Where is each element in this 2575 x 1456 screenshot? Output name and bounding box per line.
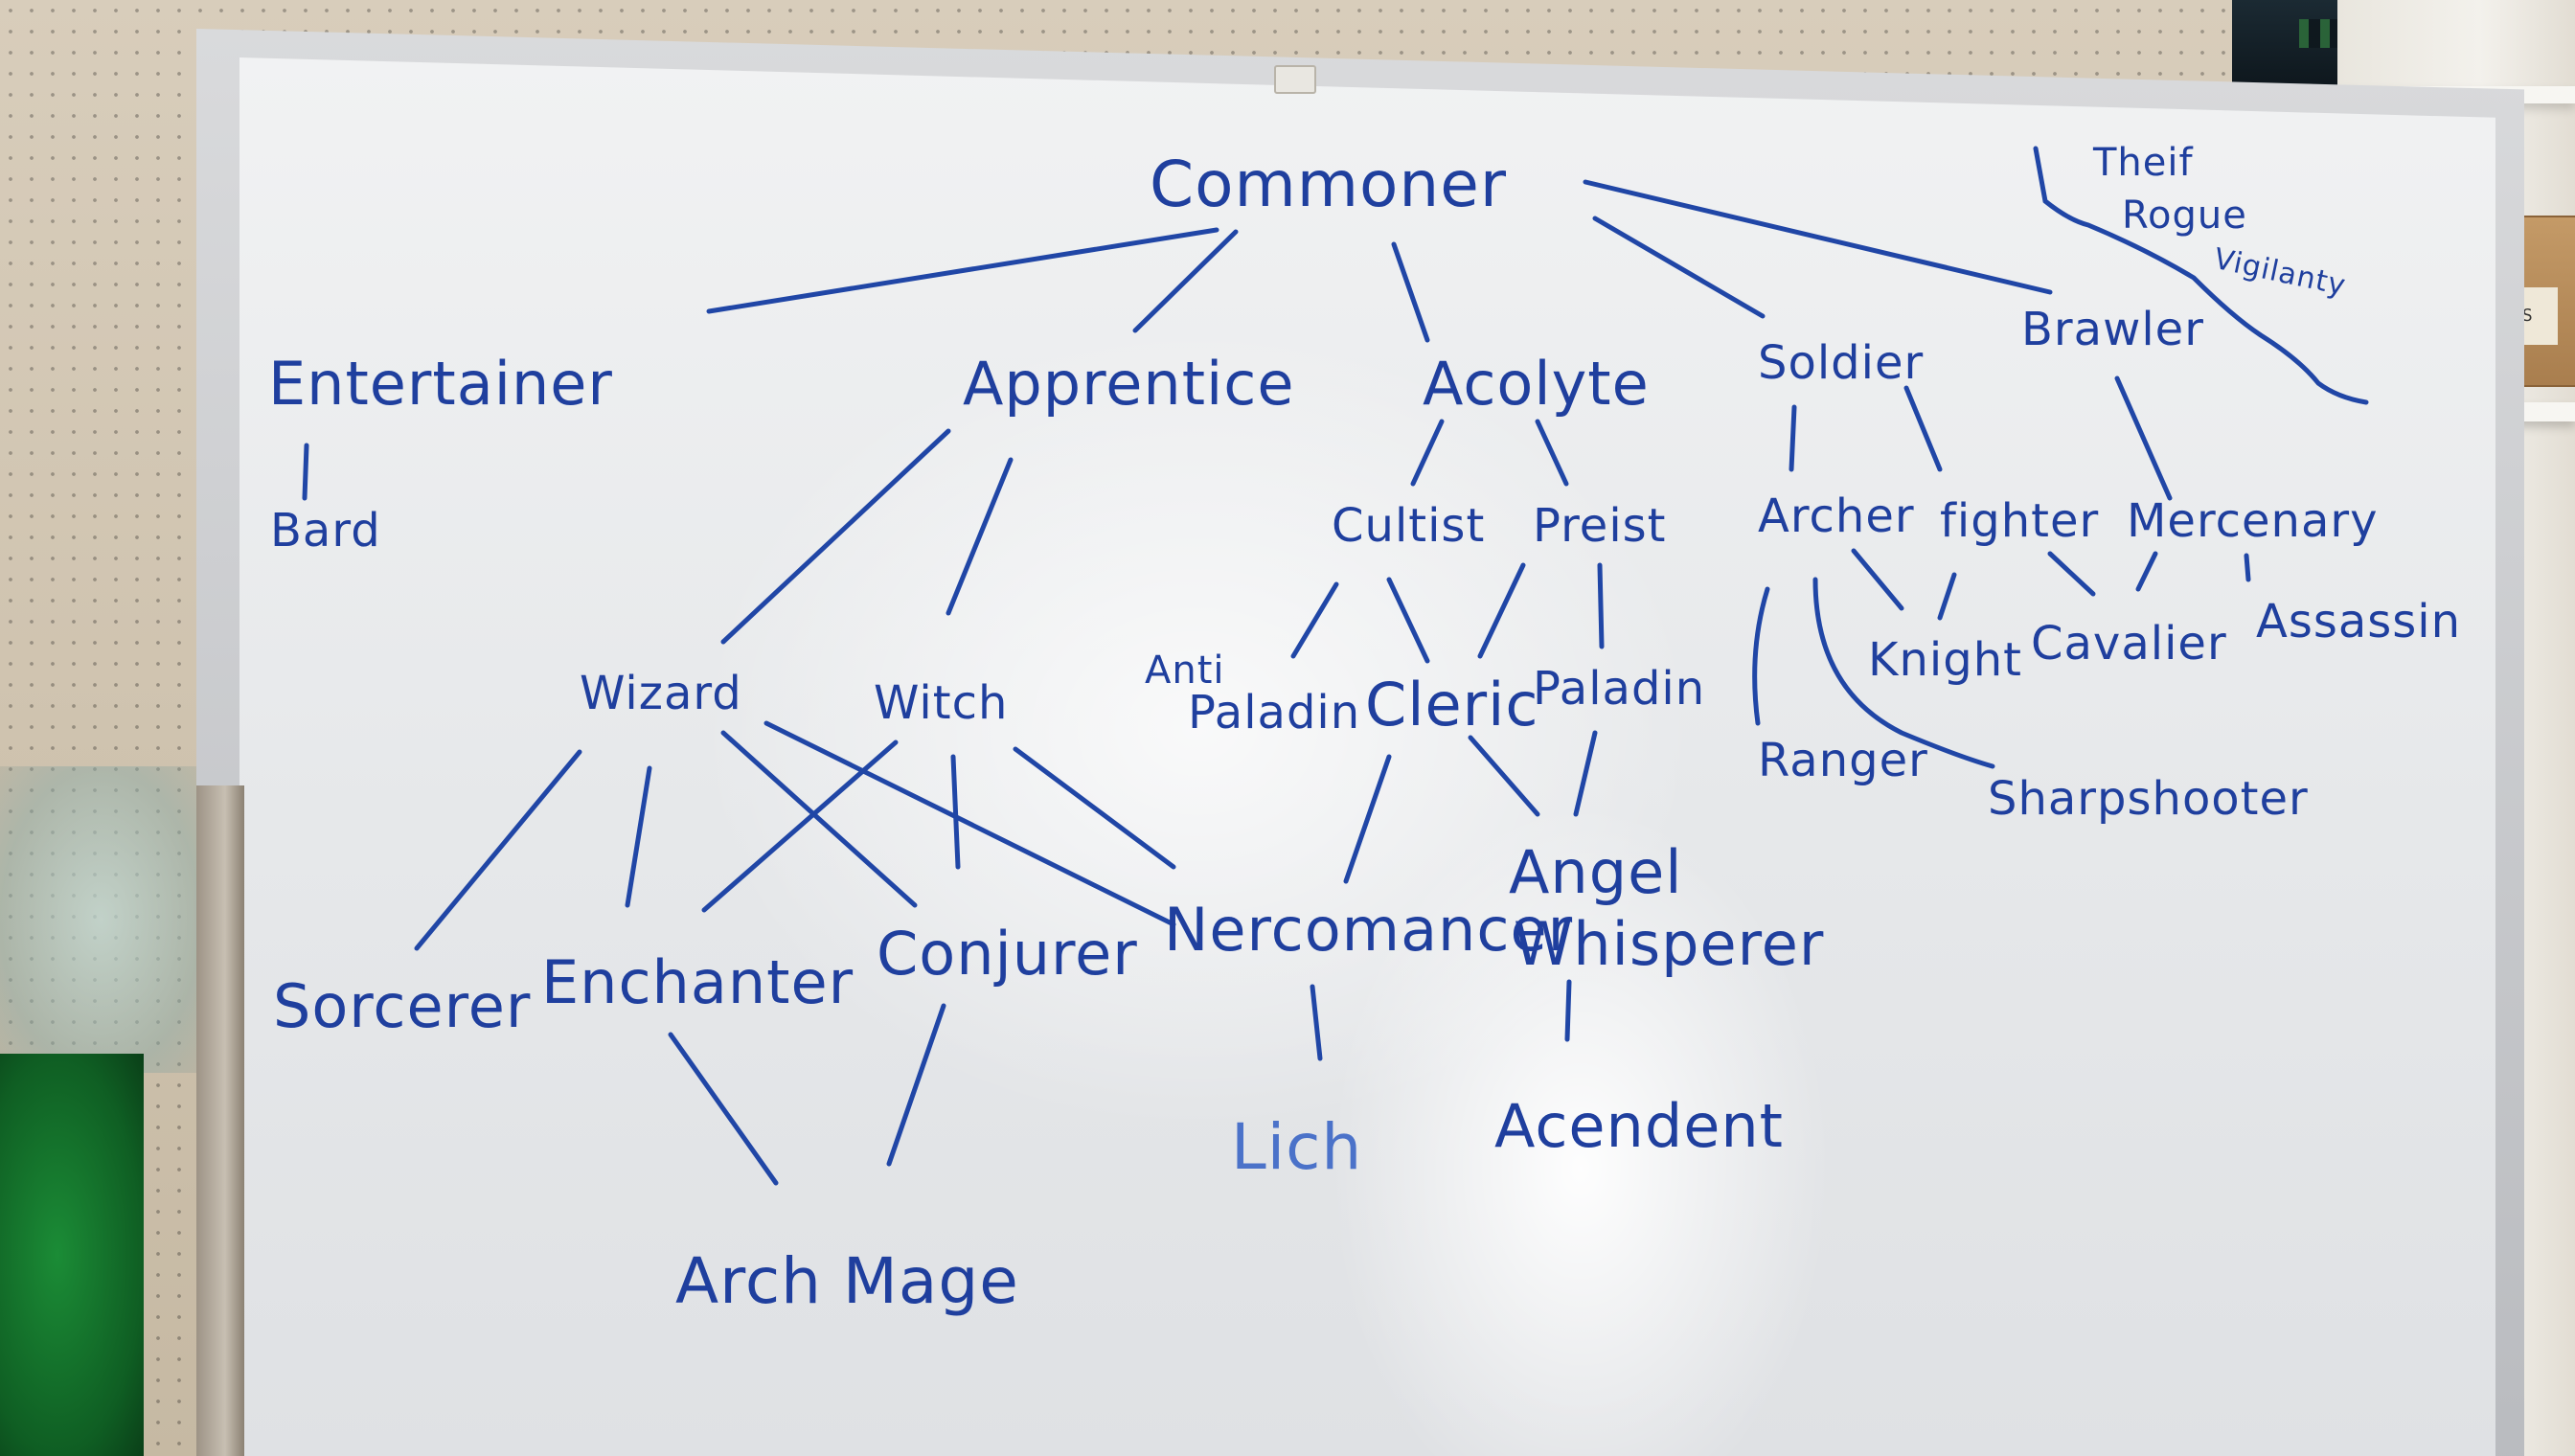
node-rogue: Rogue <box>2122 193 2247 238</box>
node-cultist: Cultist <box>1332 499 1486 553</box>
edge-acolyte-preist <box>1535 419 1569 487</box>
green-bag <box>0 1054 144 1456</box>
edge-preist-cleric <box>1477 562 1526 659</box>
node-sorcerer: Sorcerer <box>273 971 532 1041</box>
edge-witch-enchanter <box>701 739 899 913</box>
edge-brawler-mercenary <box>2114 375 2173 501</box>
node-commoner: Commoner <box>1150 148 1507 221</box>
node-lich: Lich <box>1231 1110 1363 1184</box>
edge-apprentice-witch <box>946 457 1014 616</box>
edge-cultist-antipaladin <box>1290 581 1339 659</box>
node-mercenary: Mercenary <box>2127 494 2379 548</box>
node-acendent: Acendent <box>1494 1091 1784 1161</box>
edge-archer-sharpshooter <box>1812 577 1995 769</box>
edge-commoner-entertainer <box>706 227 1219 314</box>
node-apprentice: Apprentice <box>963 349 1295 419</box>
edge-wizard-sorcerer <box>414 749 582 951</box>
edge-acolyte-cultist <box>1410 419 1445 487</box>
edge-commoner-acolyte <box>1391 241 1430 343</box>
node-nercomancer: Nercomancer <box>1164 895 1574 965</box>
node-witch: Witch <box>874 676 1009 730</box>
edge-cultist-cleric <box>1386 577 1430 664</box>
node-archer: Archer <box>1758 489 1915 543</box>
corner-separator-line <box>2033 146 2369 405</box>
edge-conjurer-archmage <box>886 1003 946 1167</box>
node-preist: Preist <box>1533 499 1667 553</box>
edge-commoner-brawler <box>1583 179 2053 295</box>
edge-preist-paladin <box>1597 562 1605 649</box>
edge-entertainer-bard <box>302 443 309 501</box>
node-acolyte: Acolyte <box>1423 349 1650 419</box>
edge-whisperer-acendent <box>1564 979 1572 1042</box>
node-sharpshooter: Sharpshooter <box>1988 772 2309 826</box>
whiteboard-surface <box>239 57 2495 1456</box>
edge-commoner-apprentice <box>1132 229 1239 333</box>
node-wizard: Wizard <box>580 667 742 720</box>
edge-mercenary-cavalier <box>2135 551 2158 592</box>
edge-archer-ranger <box>1752 586 1770 726</box>
node-entertainer: Entertainer <box>268 349 613 419</box>
edge-soldier-archer <box>1789 404 1797 472</box>
node-paladin: Paladin <box>1533 662 1706 716</box>
node-cleric: Cleric <box>1365 670 1539 739</box>
node-cavalier: Cavalier <box>2031 617 2227 671</box>
node-enchanter: Enchanter <box>541 947 855 1017</box>
edge-cleric-angel <box>1468 735 1540 817</box>
edge-witch-conjurer <box>950 754 961 870</box>
node-theif: Theif <box>2093 141 2194 185</box>
node-assassin: Assassin <box>2256 595 2462 648</box>
node-antipaladin: Paladin <box>1188 686 1361 739</box>
edge-cleric-nercomancer <box>1343 754 1392 884</box>
edge-enchanter-archmage <box>668 1032 779 1186</box>
node-bard: Bard <box>270 504 381 557</box>
node-knight: Knight <box>1868 633 2022 687</box>
edge-commoner-soldier <box>1592 216 1766 319</box>
edge-wizard-nercomancer <box>763 720 1176 927</box>
plastic-bag <box>0 766 201 1073</box>
whiteboard-left-rail <box>196 785 244 1456</box>
node-ranger: Ranger <box>1758 734 1928 787</box>
edge-apprentice-wizard <box>720 428 951 645</box>
node-whisperer: Whisperer <box>1514 909 1825 979</box>
node-soldier: Soldier <box>1758 336 1925 390</box>
node-conjurer: Conjurer <box>877 919 1138 989</box>
edge-soldier-fighter <box>1903 385 1943 472</box>
edge-paladin-angel <box>1573 730 1598 817</box>
node-fighter: fighter <box>1940 494 2100 548</box>
edge-archer-knight <box>1851 548 1904 611</box>
edge-wizard-enchanter <box>625 765 652 908</box>
edge-wizard-conjurer <box>720 730 918 908</box>
whiteboard-clip <box>1274 65 1316 94</box>
edge-mercenary-assassin <box>2244 553 2251 582</box>
edge-nercomancer-lich <box>1310 984 1323 1061</box>
edge-witch-nercomancer <box>1013 746 1176 870</box>
node-arch-mage: Arch Mage <box>675 1244 1019 1318</box>
node-brawler: Brawler <box>2021 303 2204 356</box>
edge-fighter-knight <box>1937 572 1957 621</box>
edge-fighter-cavalier <box>2047 551 2096 597</box>
node-angel: Angel <box>1509 837 1683 907</box>
node-anti: Anti <box>1145 648 1225 693</box>
